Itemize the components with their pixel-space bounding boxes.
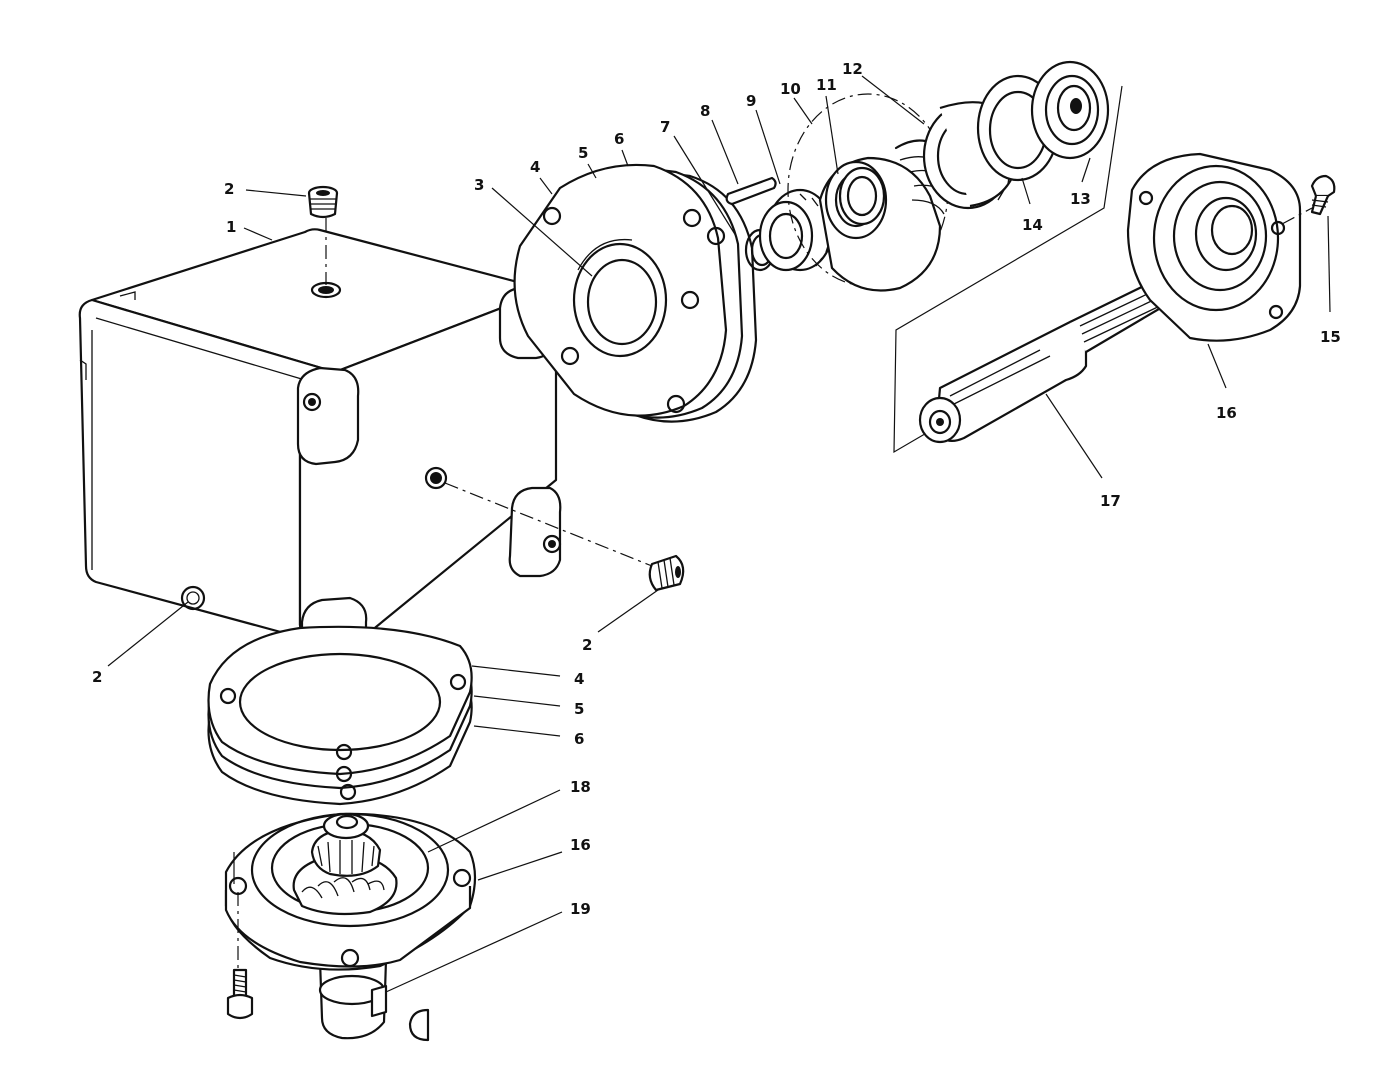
bearing-cone xyxy=(758,188,834,272)
worm-gear xyxy=(787,93,951,292)
cap-screw-lower xyxy=(226,968,254,1020)
callout-2-right: 2 xyxy=(582,636,592,654)
bearing-assembly xyxy=(922,60,1110,210)
callout-10: 10 xyxy=(780,80,801,98)
callout-2-top: 2 xyxy=(224,180,234,198)
callout-9: 9 xyxy=(746,92,756,110)
callout-3: 3 xyxy=(474,176,484,194)
callout-6-lower: 6 xyxy=(574,730,584,748)
callout-14: 14 xyxy=(1022,216,1043,234)
callout-labels: 2 1 2 2 3 4 5 6 7 8 9 10 11 12 13 14 15 … xyxy=(92,60,1341,918)
pipe-plug-right xyxy=(648,554,685,592)
leader-lines xyxy=(107,75,1331,993)
callout-19: 19 xyxy=(570,900,591,918)
pipe-plug-top xyxy=(307,185,339,219)
gasket-stack-upper xyxy=(513,163,758,423)
callout-13: 13 xyxy=(1070,190,1091,208)
callout-7: 7 xyxy=(660,118,670,136)
gearbox-housing xyxy=(78,228,562,690)
callout-16-lower: 16 xyxy=(570,836,591,854)
callout-16-upper: 16 xyxy=(1216,404,1237,422)
callout-15: 15 xyxy=(1320,328,1341,346)
callout-17: 17 xyxy=(1100,492,1121,510)
woodruff-key xyxy=(408,1008,430,1042)
callout-6-upper: 6 xyxy=(614,130,624,148)
input-shaft xyxy=(918,278,1166,444)
gasket-stack-lower xyxy=(207,625,473,806)
callout-18: 18 xyxy=(570,778,591,796)
callout-8: 8 xyxy=(700,102,710,120)
bearing-cover-lower xyxy=(224,812,477,1040)
callout-4-lower: 4 xyxy=(574,670,584,688)
callout-4-upper: 4 xyxy=(530,158,540,176)
cap-screw-upper xyxy=(1310,174,1336,216)
callout-2-left: 2 xyxy=(92,668,102,686)
callout-11: 11 xyxy=(816,76,837,94)
callout-5-upper: 5 xyxy=(578,144,588,162)
key xyxy=(725,176,777,206)
bearing-cover-upper xyxy=(1126,152,1302,342)
callout-1: 1 xyxy=(226,218,236,236)
callout-5-lower: 5 xyxy=(574,700,584,718)
callout-12: 12 xyxy=(842,60,863,78)
